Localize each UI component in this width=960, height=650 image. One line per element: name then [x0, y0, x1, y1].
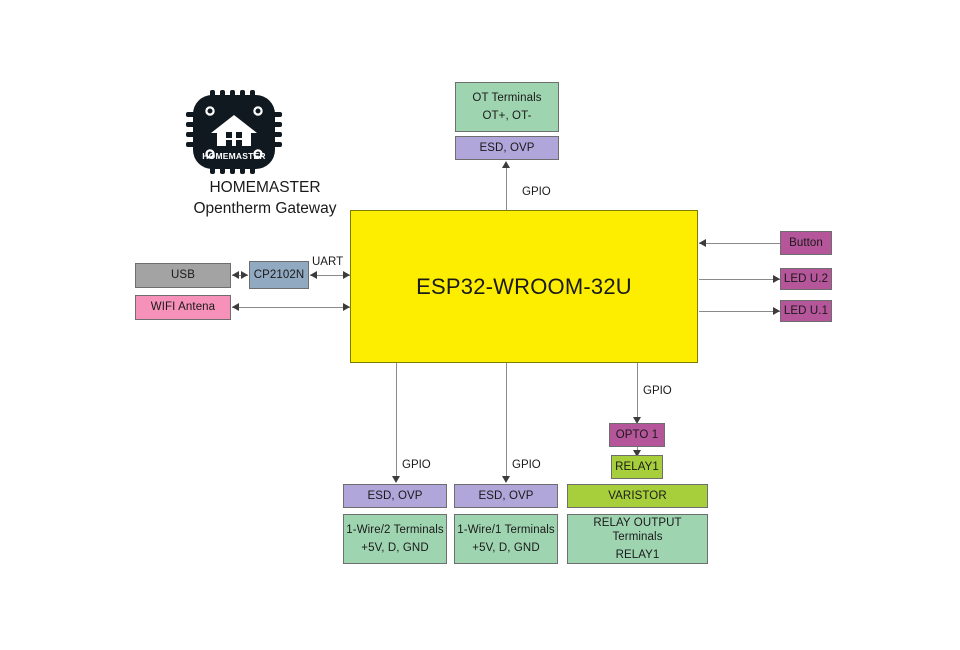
esd-ovp-top-label: ESD, OVP [479, 141, 535, 154]
onewire2-line2: +5V, D, GND [361, 541, 429, 554]
block-wifi-antena[interactable]: WIFI Antena [135, 295, 231, 320]
arrow-left-to-cp2102n [310, 271, 317, 279]
connector-button-esp32 [699, 243, 780, 244]
connector-uart [310, 275, 350, 276]
ot-terminals-line2: OT+, OT- [482, 109, 532, 122]
usb-label: USB [171, 269, 195, 282]
connector-wifi-esp32 [232, 307, 350, 308]
block-button[interactable]: Button [780, 231, 832, 255]
block-ot-terminals[interactable]: OT Terminals OT+, OT- [455, 82, 559, 132]
arrow-left-to-usb [232, 271, 239, 279]
block-esd-ovp-mid[interactable]: ESD, OVP [454, 484, 558, 508]
varistor-label: VARISTOR [608, 489, 667, 502]
arrow-right-to-esp32-uart [343, 271, 350, 279]
arrow-down-to-esd-ovp-left [392, 476, 400, 483]
block-led-u1[interactable]: LED U.1 [780, 300, 832, 322]
connector-esp32-led-u1 [699, 311, 780, 312]
connector-esp32-led-u2 [699, 279, 780, 280]
arrow-right-to-cp2102n [241, 271, 248, 279]
cp2102n-label: CP2102N [253, 268, 305, 281]
relay-output-line2: RELAY1 [615, 548, 660, 561]
edge-label-gpio-relay: GPIO [643, 385, 672, 397]
block-usb[interactable]: USB [135, 263, 231, 288]
ot-terminals-line1: OT Terminals [472, 92, 542, 105]
onewire1-line2: +5V, D, GND [472, 541, 540, 554]
block-relay1[interactable]: RELAY1 [611, 455, 663, 479]
arrow-up-to-esd-ovp-top [502, 161, 510, 168]
opto1-label: OPTO 1 [615, 428, 659, 441]
led-u1-label: LED U.1 [783, 304, 829, 317]
arrow-down-to-relay1 [633, 450, 641, 457]
relay-output-line1: RELAY OUTPUT Terminals [593, 516, 682, 544]
edge-label-uart: UART [312, 256, 344, 268]
arrow-right-to-led-u2 [773, 275, 780, 283]
arrow-left-to-wifi-antena [232, 303, 239, 311]
homemaster-chip-house-logo: HOMEMASTER [186, 90, 282, 174]
wifi-antena-label: WIFI Antena [150, 301, 216, 314]
block-cp2102n[interactable]: CP2102N [249, 261, 309, 289]
block-varistor[interactable]: VARISTOR [567, 484, 708, 508]
arrow-down-to-opto1 [633, 417, 641, 424]
onewire1-line1: 1-Wire/1 Terminals [457, 524, 555, 537]
esp32-label: ESP32-WROOM-32U [416, 273, 632, 299]
connector-gpio-onewire1 [506, 363, 507, 480]
esd-ovp-left-label: ESD, OVP [367, 489, 423, 502]
block-led-u2[interactable]: LED U.2 [780, 268, 832, 290]
arrow-right-to-esp32-wifi [343, 303, 350, 311]
edge-label-gpio-onewire1: GPIO [512, 459, 541, 471]
edge-label-gpio-top: GPIO [522, 186, 551, 198]
block-esd-ovp-top[interactable]: ESD, OVP [455, 136, 559, 160]
connector-usb-cp2102n [232, 275, 248, 276]
arrow-down-to-esd-ovp-mid [502, 476, 510, 483]
block-opto1[interactable]: OPTO 1 [609, 423, 665, 447]
block-onewire2-terminals[interactable]: 1-Wire/2 Terminals +5V, D, GND [343, 514, 447, 564]
block-esp32-wroom-32u[interactable]: ESP32-WROOM-32U [350, 210, 698, 363]
relay1-label: RELAY1 [615, 460, 659, 473]
onewire2-line1: 1-Wire/2 Terminals [346, 524, 444, 537]
logo-caption-line1: HOMEMASTER [209, 179, 321, 196]
logo-badge-text: HOMEMASTER [202, 151, 265, 161]
connector-gpio-onewire2 [396, 363, 397, 480]
button-label: Button [789, 236, 823, 249]
esd-ovp-mid-label: ESD, OVP [478, 489, 534, 502]
block-relay-output-terminals[interactable]: RELAY OUTPUT Terminals RELAY1 [567, 514, 708, 564]
edge-label-gpio-onewire2: GPIO [402, 459, 431, 471]
connector-gpio-ot [506, 167, 507, 210]
arrow-right-to-led-u1 [773, 307, 780, 315]
led-u2-label: LED U.2 [783, 272, 829, 285]
logo-caption-line2: Opentherm Gateway [193, 199, 337, 217]
arrow-left-to-esp32-button [699, 239, 706, 247]
logo-caption: HOMEMASTER Opentherm Gateway [140, 178, 390, 220]
block-onewire1-terminals[interactable]: 1-Wire/1 Terminals +5V, D, GND [454, 514, 558, 564]
connector-gpio-relay [637, 363, 638, 421]
block-esd-ovp-left[interactable]: ESD, OVP [343, 484, 447, 508]
